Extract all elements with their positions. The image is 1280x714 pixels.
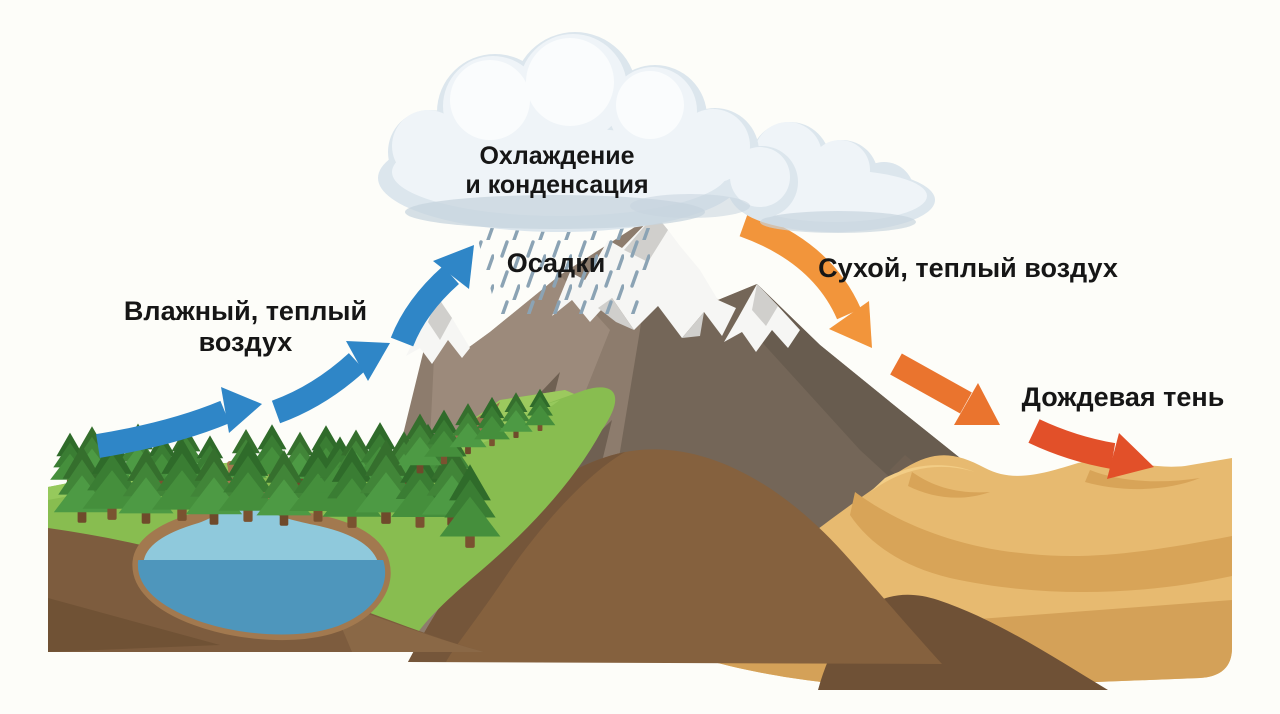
rain-icon: [475, 228, 665, 314]
moist-air-arrow-3: [390, 245, 474, 347]
rain-shadow-label: Дождевая тень: [1021, 382, 1225, 412]
precipitation-label: Осадки: [506, 248, 606, 278]
dry-air-arrow-2: [890, 353, 1000, 425]
cooling-condensation-label: Охлаждение и конденсация: [397, 142, 717, 199]
cooling-line-2: и конденсация: [465, 170, 649, 199]
dry-warm-air-label: Сухой, теплый воздух: [818, 253, 1118, 283]
dry-air-arrow-1: [739, 211, 872, 348]
moist-warm-air-label: Влажный, теплый воздух: [123, 296, 368, 357]
moist-air-arrow-1: [96, 387, 262, 458]
rain-shadow-arrow: [1028, 419, 1154, 479]
moist-air-arrow-2: [271, 341, 390, 424]
cloud-icon: [378, 32, 798, 232]
cooling-line-1: Охлаждение: [479, 142, 635, 170]
